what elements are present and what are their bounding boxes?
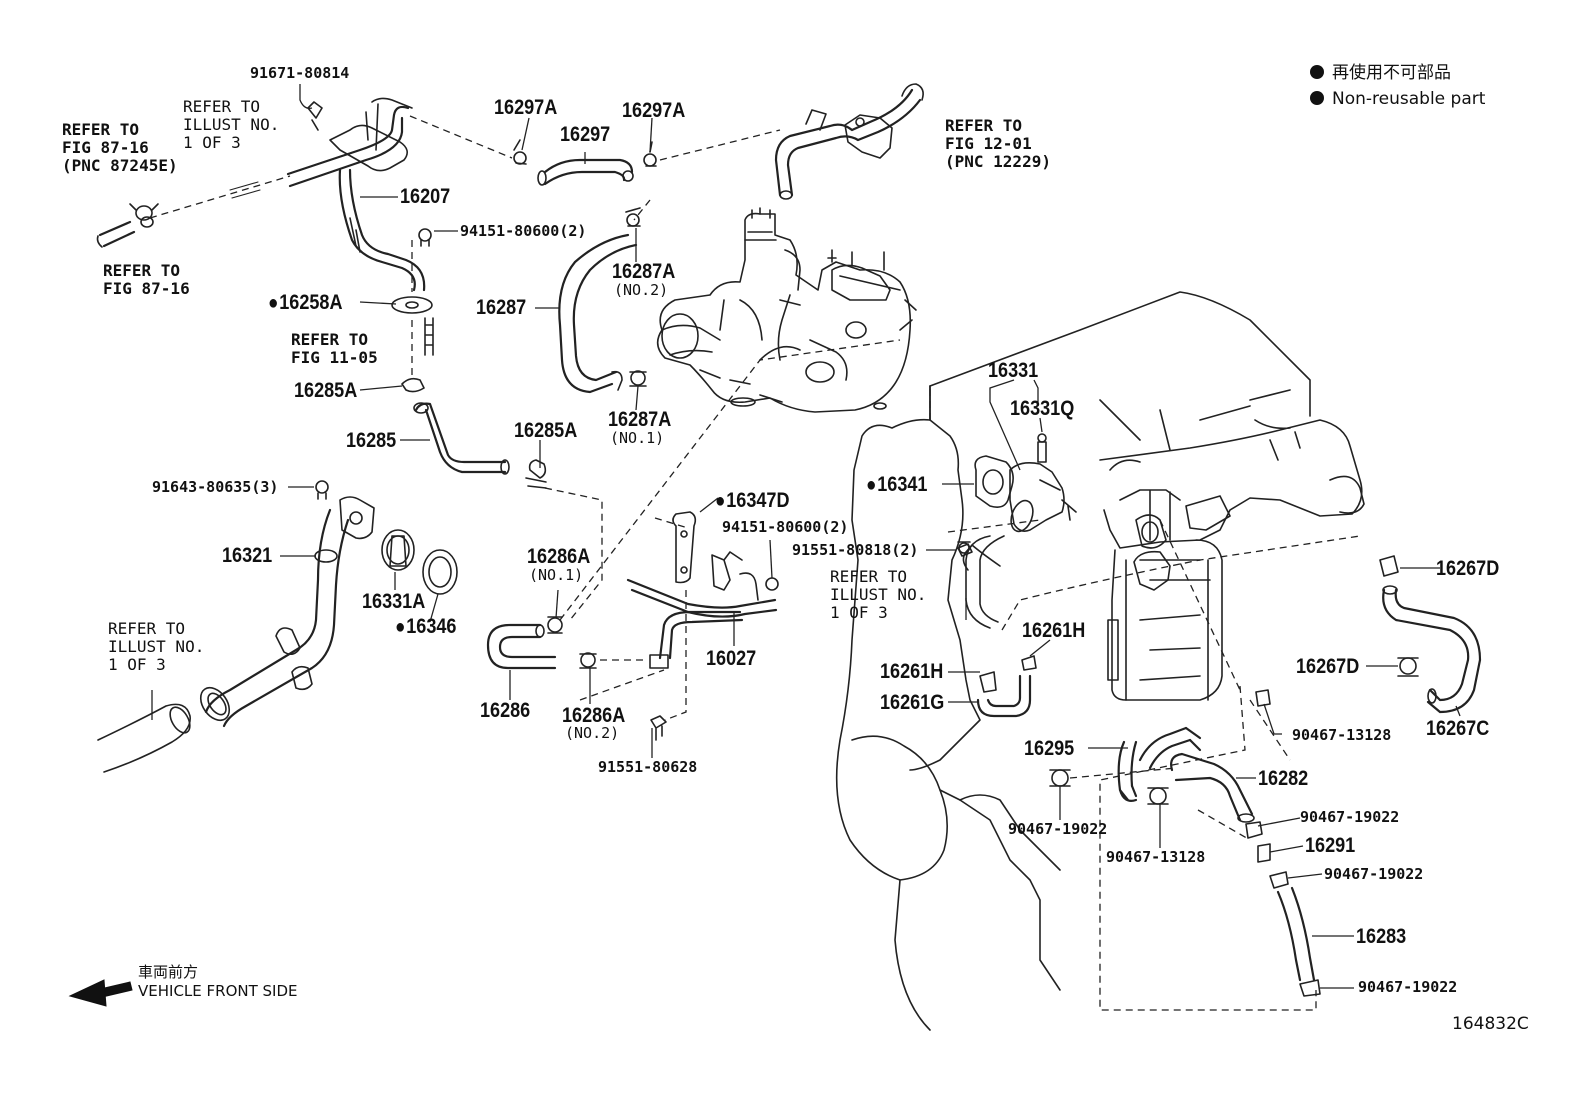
outlet-pipe-drawing [774, 83, 924, 200]
hose-16297-drawing [513, 139, 657, 186]
bolts-drawing [650, 543, 973, 741]
legend-en-text: Non-reusable part [1332, 89, 1486, 109]
pipe-16321-drawing [97, 480, 375, 773]
hose-16285-drawing [413, 402, 547, 489]
part-90467-13128-b[interactable]: 90467-13128 [1106, 848, 1206, 866]
part-16261G[interactable]: 16261G [880, 691, 945, 714]
part-16287A-no1[interactable]: 16287A [608, 408, 672, 431]
part-16267D-a[interactable]: 16267D [1436, 557, 1500, 580]
legend-en: Non-reusable part [1310, 89, 1485, 109]
legend-jp-text: 再使用不可部品 [1332, 63, 1451, 83]
part-16346[interactable]: 16346 [395, 616, 456, 637]
part-16283[interactable]: 16283 [1356, 925, 1407, 948]
ref-fig-87-16[interactable]: REFER TO FIG 87-16 [103, 261, 190, 298]
ref-fig-11-05[interactable]: REFER TO FIG 11-05 [291, 330, 378, 367]
lower-hoses-drawing [1049, 689, 1321, 997]
part-16341[interactable]: 16341 [866, 474, 927, 495]
part-91643-80635[interactable]: 91643-80635(3) [152, 478, 279, 496]
part-90467-19022-a[interactable]: 90467-19022 [1300, 808, 1400, 826]
turbocharger-drawing [656, 207, 917, 413]
part-16207[interactable]: 16207 [400, 185, 451, 208]
part-90467-13128-a[interactable]: 90467-13128 [1292, 726, 1392, 744]
part-16286A-no1[interactable]: 16286A [527, 545, 591, 568]
part-90467-19022-c[interactable]: 90467-19022 [1324, 865, 1424, 883]
part-16287A-no2[interactable]: 16287A [612, 260, 676, 283]
part-16347D[interactable]: 16347D [715, 490, 789, 511]
part-16295[interactable]: 16295 [1024, 737, 1075, 760]
hose-16261-drawing [976, 655, 1037, 718]
part-16285A-a[interactable]: 16285A [294, 379, 358, 402]
ref-illust-1of3-c[interactable]: REFER TO ILLUST NO. 1 OF 3 [830, 567, 927, 622]
thermostat-drawing [381, 529, 458, 595]
part-90467-19022-b[interactable]: 90467-19022 [1008, 820, 1108, 838]
non-reusable-dot-icon [1310, 91, 1324, 105]
part-16331Q[interactable]: 16331Q [1010, 397, 1075, 420]
diagram-code: 164832C [1452, 1014, 1529, 1034]
hose-16267-drawing [1379, 555, 1482, 714]
part-16297[interactable]: 16297 [560, 123, 611, 146]
engine-drawing [929, 291, 1365, 701]
part-90467-19022-d[interactable]: 90467-19022 [1358, 978, 1458, 996]
part-16258A[interactable]: 16258A [268, 292, 342, 313]
vehicle-front-jp: 車両前方 [138, 963, 199, 981]
front-arrow-icon [68, 979, 133, 1007]
part-16286A-no2[interactable]: 16286A [562, 704, 626, 727]
hose-16287-drawing [558, 207, 647, 394]
ref-fig-87-16-pnc[interactable]: REFER TO FIG 87-16 (PNC 87245E) [62, 120, 178, 175]
part-91551-80818[interactable]: 91551-80818(2) [792, 541, 919, 559]
part-91551-80628[interactable]: 91551-80628 [598, 758, 698, 776]
vehicle-front-label: 車両前方 VEHICLE FRONT SIDE [138, 963, 298, 1001]
legend-jp: 再使用不可部品 [1310, 58, 1485, 83]
part-16297A-b[interactable]: 16297A [622, 99, 686, 122]
part-16287[interactable]: 16287 [476, 296, 527, 319]
pipe-16027-drawing [626, 511, 779, 660]
dashed-connectors [149, 115, 1361, 1011]
part-16285A-b[interactable]: 16285A [514, 419, 578, 442]
part-16331[interactable]: 16331 [988, 359, 1039, 382]
part-16287A-no1-suffix: (NO.1) [610, 429, 665, 447]
pipe-16207-drawing [96, 97, 434, 393]
part-16286A-no2-suffix: (NO.2) [565, 724, 620, 742]
part-16321[interactable]: 16321 [222, 544, 273, 567]
ref-illust-1of3-b[interactable]: REFER TO ILLUST NO. 1 OF 3 [108, 619, 205, 674]
hose-16286-drawing [486, 616, 669, 670]
legend: 再使用不可部品 Non-reusable part [1310, 58, 1485, 115]
part-16286A-no1-suffix: (NO.1) [529, 566, 584, 584]
ref-fig-12-01[interactable]: REFER TO FIG 12-01 (PNC 12229) [945, 116, 1051, 171]
part-16287A-no2-suffix: (NO.2) [614, 281, 669, 299]
ref-illust-1of3-a[interactable]: REFER TO ILLUST NO. 1 OF 3 [183, 97, 280, 152]
leader-lines [151, 84, 1461, 989]
part-16261H-b[interactable]: 16261H [880, 660, 944, 683]
non-reusable-dot-icon [1310, 65, 1324, 79]
part-91671-80814[interactable]: 91671-80814 [250, 64, 350, 82]
engine-outline-drawing [835, 385, 1061, 1031]
vehicle-front-en: VEHICLE FRONT SIDE [138, 982, 298, 1000]
part-16282[interactable]: 16282 [1258, 767, 1309, 790]
part-16297A-a[interactable]: 16297A [494, 96, 558, 119]
part-16261H-a[interactable]: 16261H [1022, 619, 1086, 642]
part-16267C[interactable]: 16267C [1426, 717, 1490, 740]
part-16331A[interactable]: 16331A [362, 590, 426, 613]
part-94151-80600-b[interactable]: 94151-80600(2) [722, 518, 849, 536]
part-94151-80600-a[interactable]: 94151-80600(2) [460, 222, 587, 240]
part-16267D-b[interactable]: 16267D [1296, 655, 1360, 678]
part-16027[interactable]: 16027 [706, 647, 757, 670]
part-16286[interactable]: 16286 [480, 699, 531, 722]
part-16285[interactable]: 16285 [346, 429, 397, 452]
part-16291[interactable]: 16291 [1305, 834, 1356, 857]
